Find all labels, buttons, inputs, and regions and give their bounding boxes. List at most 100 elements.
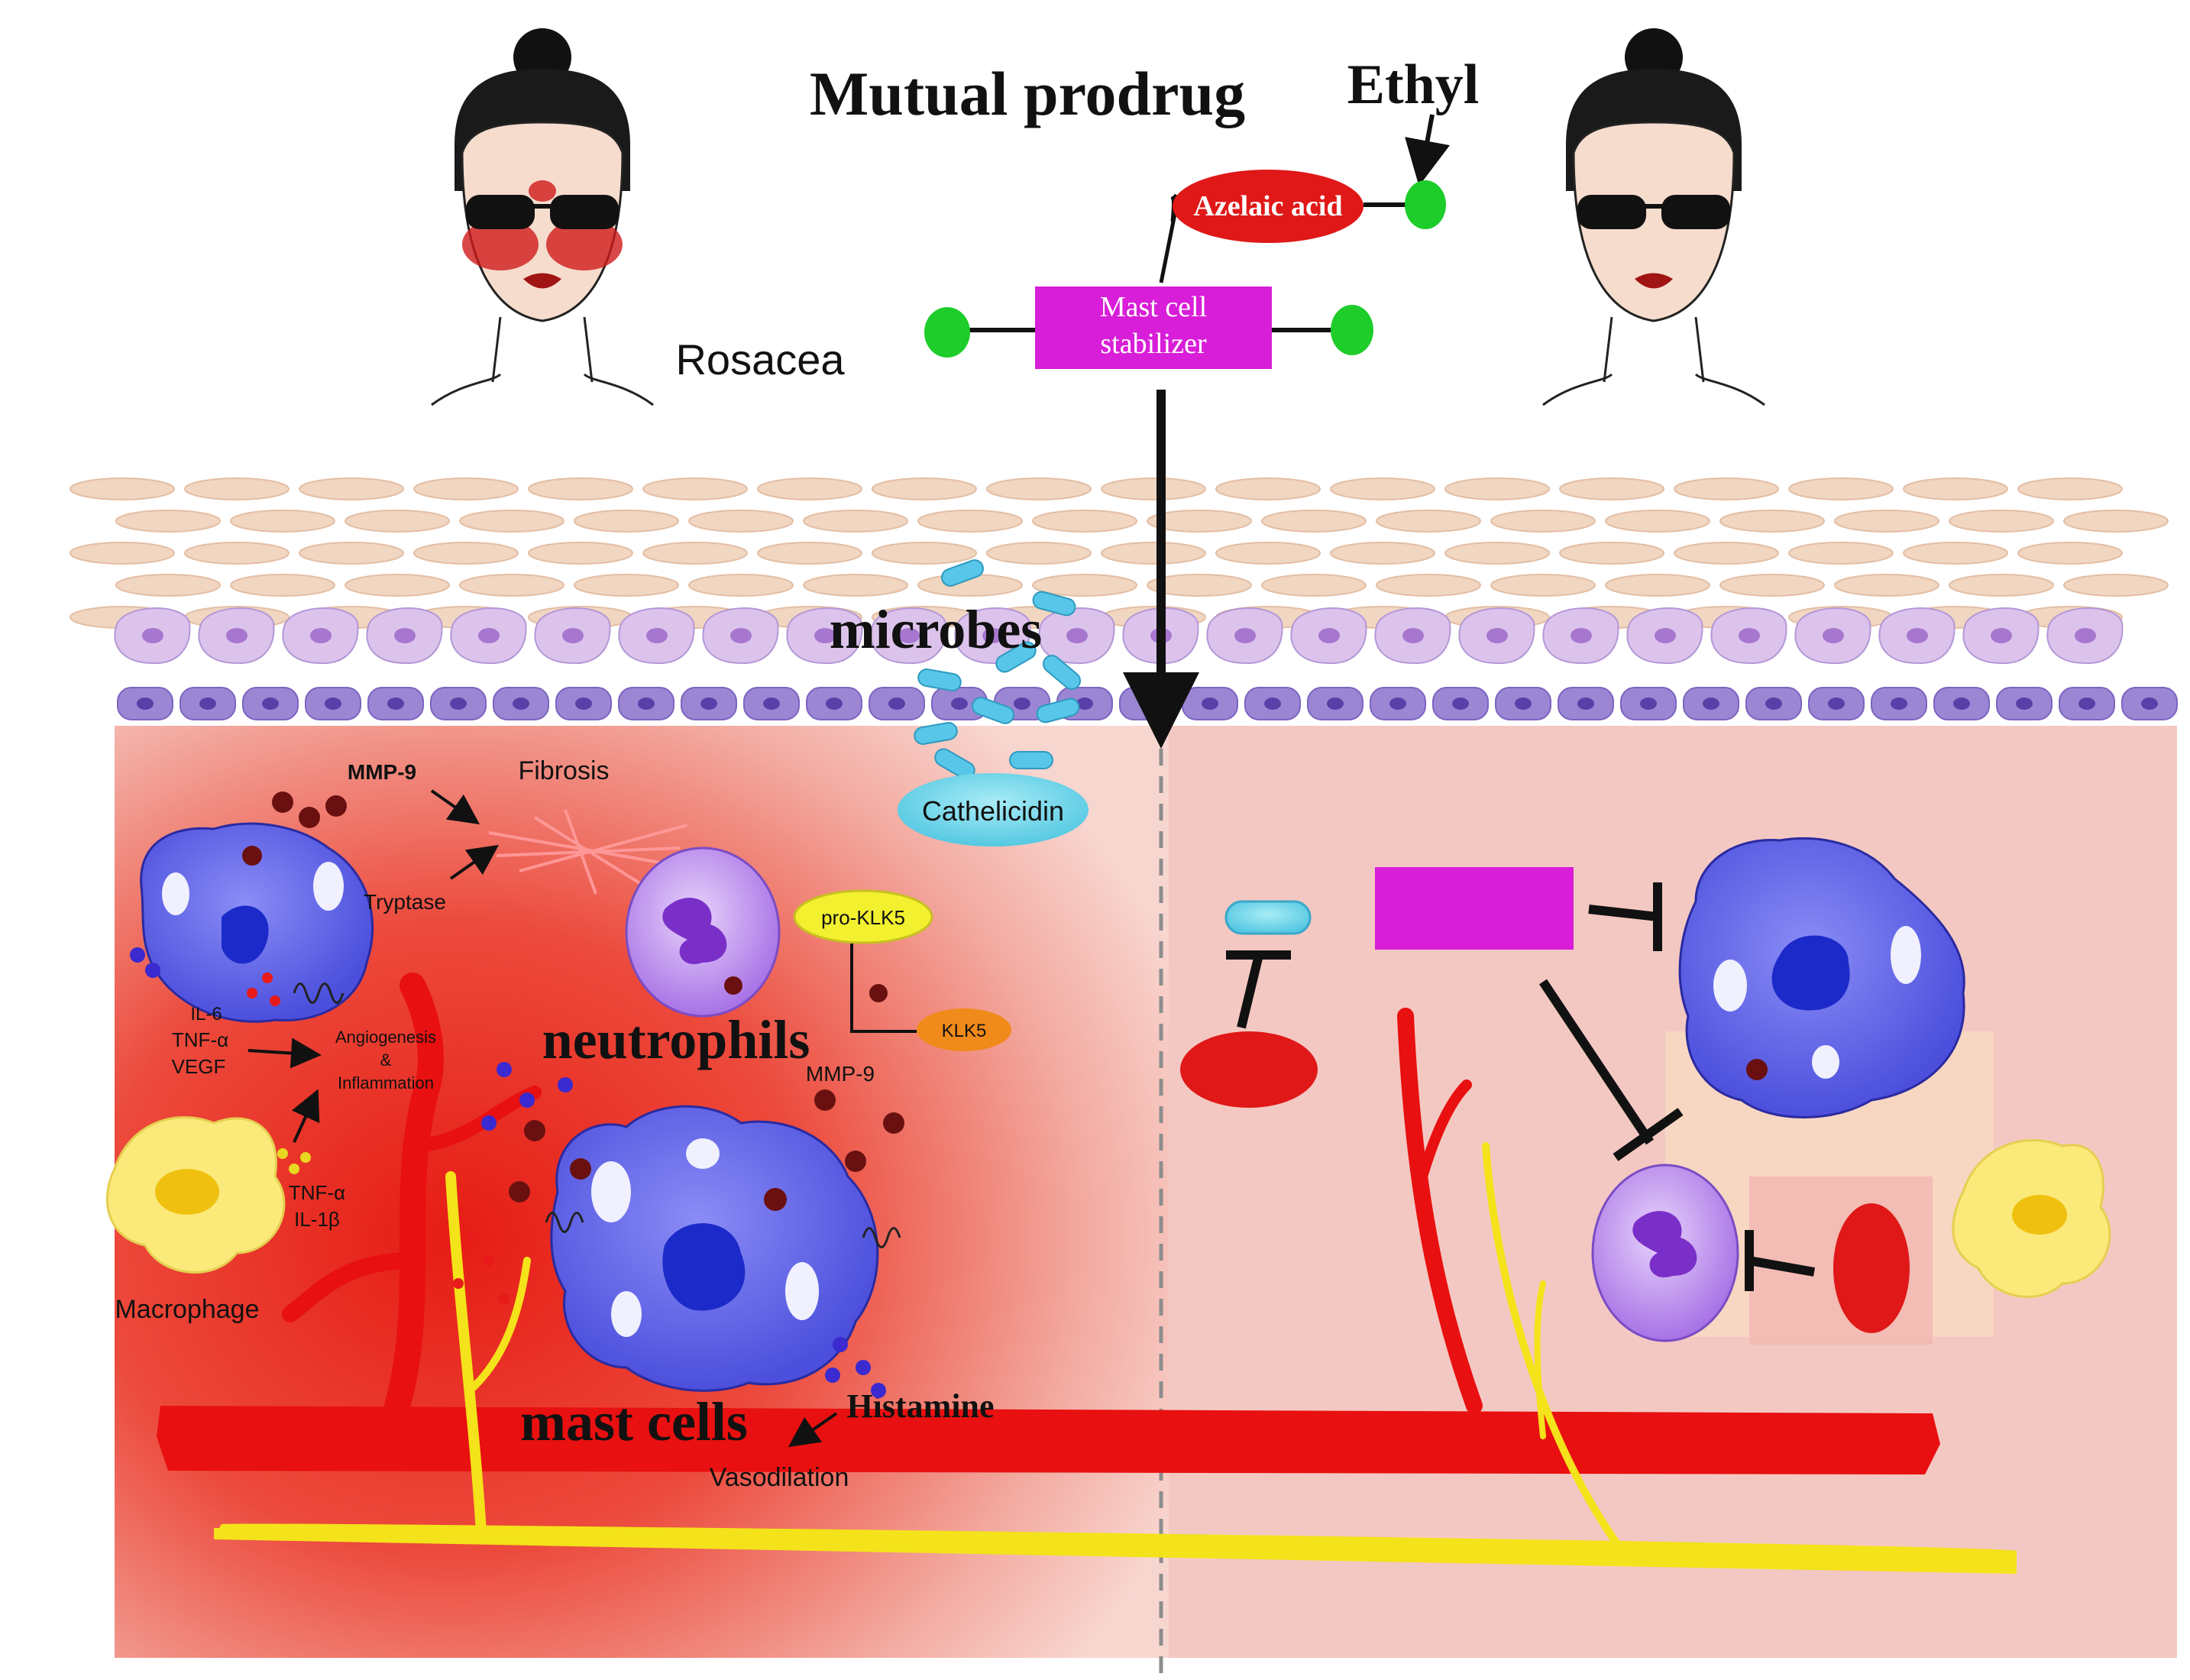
corneum-flake [987,542,1091,564]
corneum-flake [529,542,632,564]
corneum-flake [299,478,403,500]
cytokine-tnf: TNF-α [172,1028,228,1051]
histamine-granule [481,1115,497,1131]
corneum-flake [574,575,678,596]
mmp9-granule [509,1181,530,1203]
corneum-flake [2064,510,2168,532]
link-bond [1161,206,1176,283]
corneum-flake [1949,575,2053,596]
macrophage-nucleus [155,1169,219,1215]
corneum-flake [414,542,518,564]
corneum-flake [1835,575,1939,596]
azelaic-acid-released [1180,1031,1318,1108]
basal-nucleus [951,698,968,710]
corneum-flake [231,575,335,596]
corneum-flake [574,510,678,532]
corneum-flake [1720,575,1824,596]
basal-nucleus [1891,698,1907,710]
corneum-flake [1491,510,1595,532]
corneum-flake [1674,542,1778,564]
epidermal-nucleus [730,628,752,643]
corneum-flake [758,478,862,500]
corneum-flake [643,542,747,564]
corneum-flake [689,510,793,532]
corneum-flake [1904,542,2007,564]
epidermal-nucleus [1486,628,1508,643]
yellow-particle [277,1148,288,1159]
basal-nucleus [2078,698,2095,710]
epidermal-nucleus [2075,628,2096,643]
corneum-flake [987,478,1091,500]
ethyl-group-top [1405,180,1446,229]
epidermal-nucleus [478,628,500,643]
corneum-flake [689,575,793,596]
corneum-flake [185,478,289,500]
corneum-flake [1674,478,1778,500]
red-particle [453,1278,464,1289]
mmp9-granule [570,1158,591,1180]
basal-nucleus [1828,698,1845,710]
corneum-flake [758,542,862,564]
corneum-flake [345,510,449,532]
basal-nucleus [450,698,467,710]
ethyl-arrow [1422,115,1432,168]
corneum-flake [804,575,907,596]
basal-nucleus [763,698,780,710]
basal-nucleus [1264,698,1281,710]
corneum-flake [1376,510,1480,532]
angiogenesis-amp: & [380,1050,392,1070]
corneum-flake [1720,510,1824,532]
corneum-flake [1331,478,1435,500]
basal-nucleus [2141,698,2158,710]
corneum-flake [1101,478,1205,500]
corneum-flake [1216,542,1320,564]
ethyl-label: Ethyl [1347,53,1480,116]
ethyl-group-right [1331,305,1373,355]
ethyl-group-left [924,307,970,358]
corneum-flake [1560,542,1664,564]
red-particle [247,988,257,999]
basal-nucleus [387,698,404,710]
red-particle [468,1232,479,1243]
tnf-label: TNF-α [289,1181,345,1204]
mmp9-granule [299,807,320,828]
corneum-flake [1949,510,2053,532]
basal-nucleus [1327,698,1344,710]
tryptase-label: Tryptase [364,890,446,914]
corneum-flake [1376,575,1480,596]
microbe [1010,752,1053,769]
corneum-flake [70,542,174,564]
mmp9-top-label: MMP-9 [348,760,416,784]
macrophage-label: Macrophage [115,1295,259,1324]
basal-nucleus [199,698,216,710]
corneum-flake [1445,542,1549,564]
corneum-flake [1789,542,1893,564]
histamine-granule [833,1337,848,1352]
histamine-granule [145,963,160,978]
histamine-granule [558,1077,573,1092]
mmp9-mid-label: MMP-9 [806,1062,875,1086]
corneum-flake [872,478,976,500]
histamine-granule [130,947,145,963]
diagram-title: Mutual prodrug [810,59,1245,128]
corneum-flake [299,542,403,564]
basal-nucleus [1202,698,1218,710]
corneum-flake [1606,510,1710,532]
epidermal-nucleus [310,628,332,643]
il1-label: IL-1β [294,1208,340,1231]
klk5-label: KLK5 [942,1021,987,1041]
basal-nucleus [1014,698,1030,710]
basal-nucleus [1389,698,1406,710]
basal-nucleus [2016,698,2033,710]
epidermal-nucleus [1571,628,1592,643]
corneum-flake [460,510,564,532]
cathelicidin-inhibited [1226,902,1310,934]
basal-nucleus [575,698,592,710]
epidermal-nucleus [1991,628,2012,643]
corneum-flake [529,478,632,500]
angiogenesis-label: Angiogenesis [335,1028,436,1047]
stabilizer-line1: Mast cell [1100,291,1207,323]
rosacea-face-icon [432,28,653,405]
basal-nucleus [638,698,655,710]
epidermal-nucleus [394,628,416,643]
